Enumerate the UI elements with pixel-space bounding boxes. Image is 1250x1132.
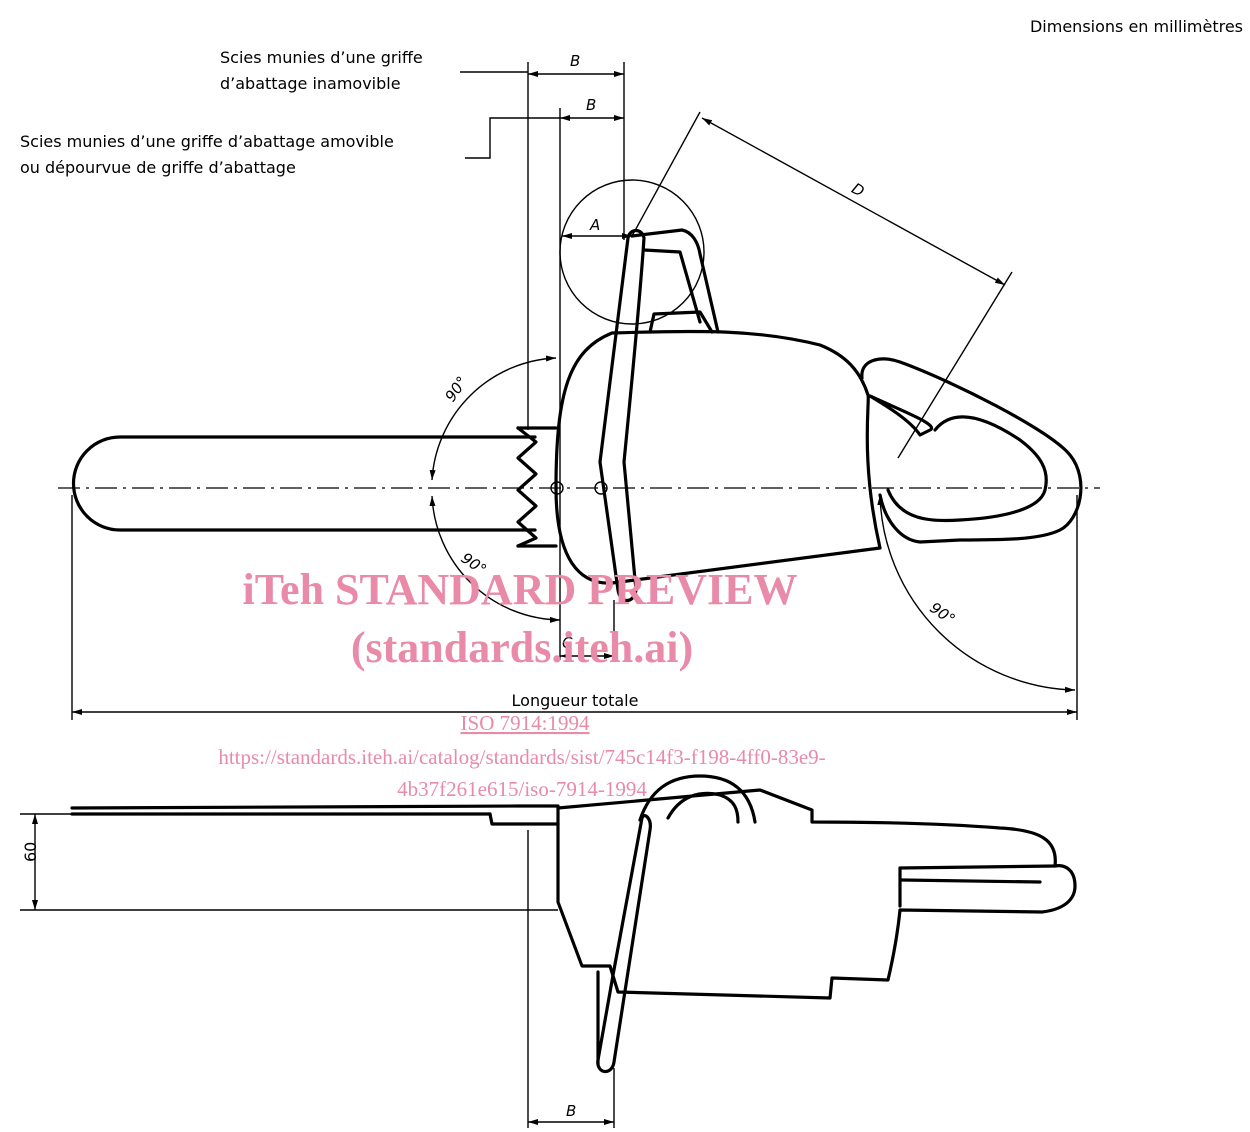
watermark-url-line1[interactable]: https://standards.iteh.ai/catalog/standa… — [218, 745, 825, 769]
callout-fixed-spike-line1: Scies munies d’une griffe — [220, 48, 423, 67]
dimension-c: C — [560, 634, 614, 659]
angle-90-right: 90° — [877, 494, 1076, 693]
svg-text:B: B — [570, 52, 580, 70]
hand-guard — [598, 228, 646, 603]
rear-handle — [860, 357, 1083, 544]
top-view — [70, 774, 1077, 1074]
sprocket-zigzag — [516, 426, 538, 548]
engine-body — [554, 329, 882, 585]
pivot-front — [550, 481, 564, 495]
svg-text:60: 60 — [21, 842, 40, 862]
units-note: Dimensions en millimètres — [1030, 17, 1243, 36]
guide-bar — [71, 435, 537, 532]
svg-text:D: D — [849, 179, 868, 200]
callout-removable-spike-line2: ou dépourvue de griffe d’abattage — [20, 158, 296, 177]
svg-text:B: B — [586, 96, 596, 114]
dimension-b-fixed: B — [528, 52, 624, 77]
svg-text:A: A — [589, 216, 600, 234]
watermark-url-line2[interactable]: 4b37f261e615/iso-7914-1994 — [397, 777, 647, 801]
dimension-height-60: 60 — [20, 813, 558, 911]
callout-leaders — [460, 71, 560, 159]
watermark-iso-link[interactable]: ISO 7914:1994 — [461, 711, 590, 735]
svg-text:C: C — [562, 634, 573, 652]
svg-text:Longueur totale: Longueur totale — [512, 691, 639, 710]
svg-text:90°: 90° — [441, 373, 471, 405]
callout-removable-spike-line1: Scies munies d’une griffe d’abattage amo… — [20, 132, 394, 151]
dimension-a: A — [559, 179, 705, 325]
pivot-rear — [594, 481, 608, 495]
callout-fixed-spike-line2: d’abattage inamovible — [220, 74, 401, 93]
top-handle — [630, 228, 720, 334]
angle-90-upper-left: 90° — [429, 355, 557, 481]
dimension-b-removable: B — [560, 96, 624, 121]
dimension-total-length: Longueur totale — [72, 691, 1077, 715]
handle-base — [648, 310, 714, 334]
dimension-b-bottom: B — [527, 830, 615, 1128]
svg-text:B: B — [566, 1102, 576, 1120]
watermark-line2: (standards.iteh.ai) — [351, 623, 693, 672]
watermark-line1: iTeh STANDARD PREVIEW — [243, 565, 798, 614]
